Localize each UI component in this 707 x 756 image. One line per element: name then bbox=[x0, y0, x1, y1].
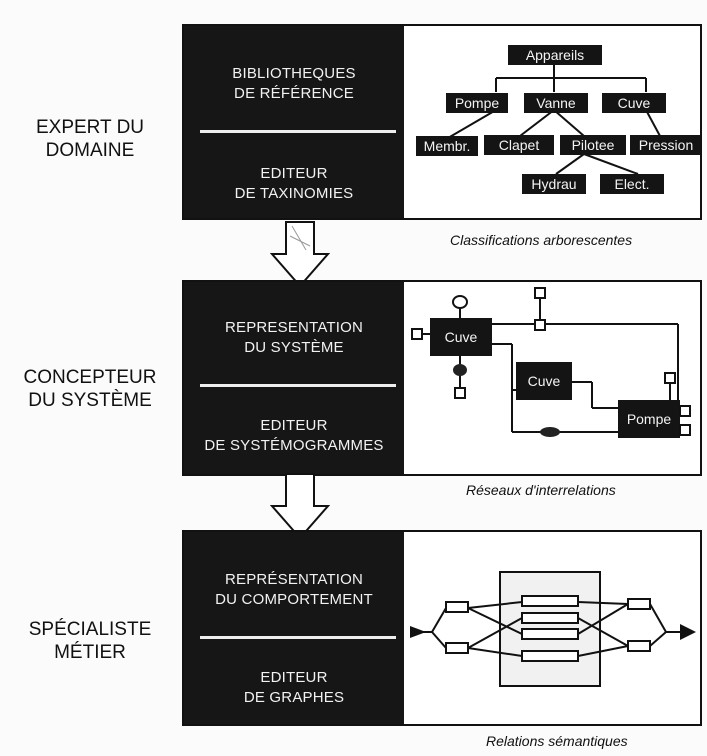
tree-node-pilotee: Pilotee bbox=[572, 137, 615, 153]
label-representation-comportement: REPRÉSENTATION DU COMPORTEMENT bbox=[215, 571, 373, 608]
dark-panel-system: REPRESENTATION DU SYSTÈME EDITEUR DE SYS… bbox=[184, 282, 404, 474]
tree-node-clapet: Clapet bbox=[499, 137, 540, 153]
tree-node-vanne: Vanne bbox=[536, 95, 576, 111]
interrelation-network: Cuve Cuve Pompe bbox=[404, 282, 700, 474]
tree-node-elect: Elect. bbox=[614, 176, 649, 192]
network-node-pompe: Pompe bbox=[627, 411, 672, 427]
tree-node-hydrau: Hydrau bbox=[531, 176, 576, 192]
label-editeur-graphes: EDITEUR DE GRAPHES bbox=[243, 669, 345, 706]
label-bibliotheques: BIBLIOTHEQUES DE RÉFÉRENCE bbox=[232, 65, 356, 102]
band-taxonomy: BIBLIOTHEQUES DE RÉFÉRENCE EDITEUR DE TA… bbox=[182, 24, 702, 220]
dark-panel-behaviour: REPRÉSENTATION DU COMPORTEMENT EDITEUR D… bbox=[184, 532, 404, 724]
network-node-cuve-2: Cuve bbox=[528, 373, 561, 389]
caption-semantic: Relations sémantiques bbox=[486, 733, 628, 749]
tree-node-cuve: Cuve bbox=[618, 95, 651, 111]
tree-node-pression: Pression bbox=[639, 137, 693, 153]
separator bbox=[200, 384, 396, 387]
label-editeur-systemogrammes: EDITEUR DE SYSTÉMOGRAMMES bbox=[204, 417, 384, 454]
role-specialiste-metier: SPÉCIALISTE MÉTIER bbox=[28, 619, 152, 663]
taxonomy-tree: Appareils Pompe Vanne Cuve Membr. Clapet… bbox=[404, 26, 700, 218]
caption-network: Réseaux d'interrelations bbox=[466, 482, 616, 498]
label-representation-systeme: REPRESENTATION DU SYSTÈME bbox=[224, 319, 364, 356]
down-arrow-icon bbox=[270, 473, 330, 540]
band-behaviour: REPRÉSENTATION DU COMPORTEMENT EDITEUR D… bbox=[182, 530, 702, 726]
down-arrow-icon bbox=[270, 221, 330, 288]
caption-taxonomy: Classifications arborescentes bbox=[450, 232, 633, 248]
dark-panel-taxonomy: BIBLIOTHEQUES DE RÉFÉRENCE EDITEUR DE TA… bbox=[184, 26, 404, 218]
separator bbox=[200, 130, 396, 133]
role-concepteur-du-systeme: CONCEPTEUR DU SYSTÈME bbox=[23, 367, 157, 411]
network-node-cuve: Cuve bbox=[445, 329, 478, 345]
semantic-graph bbox=[404, 532, 700, 724]
role-expert-du-domaine: EXPERT DU DOMAINE bbox=[35, 117, 145, 161]
label-editeur-taxinomies: EDITEUR DE TAXINOMIES bbox=[234, 165, 354, 202]
separator bbox=[200, 636, 396, 639]
tree-node-membr: Membr. bbox=[424, 138, 471, 154]
band-system: REPRESENTATION DU SYSTÈME EDITEUR DE SYS… bbox=[182, 280, 702, 476]
tree-node-root: Appareils bbox=[526, 47, 584, 63]
tree-node-pompe: Pompe bbox=[455, 95, 500, 111]
